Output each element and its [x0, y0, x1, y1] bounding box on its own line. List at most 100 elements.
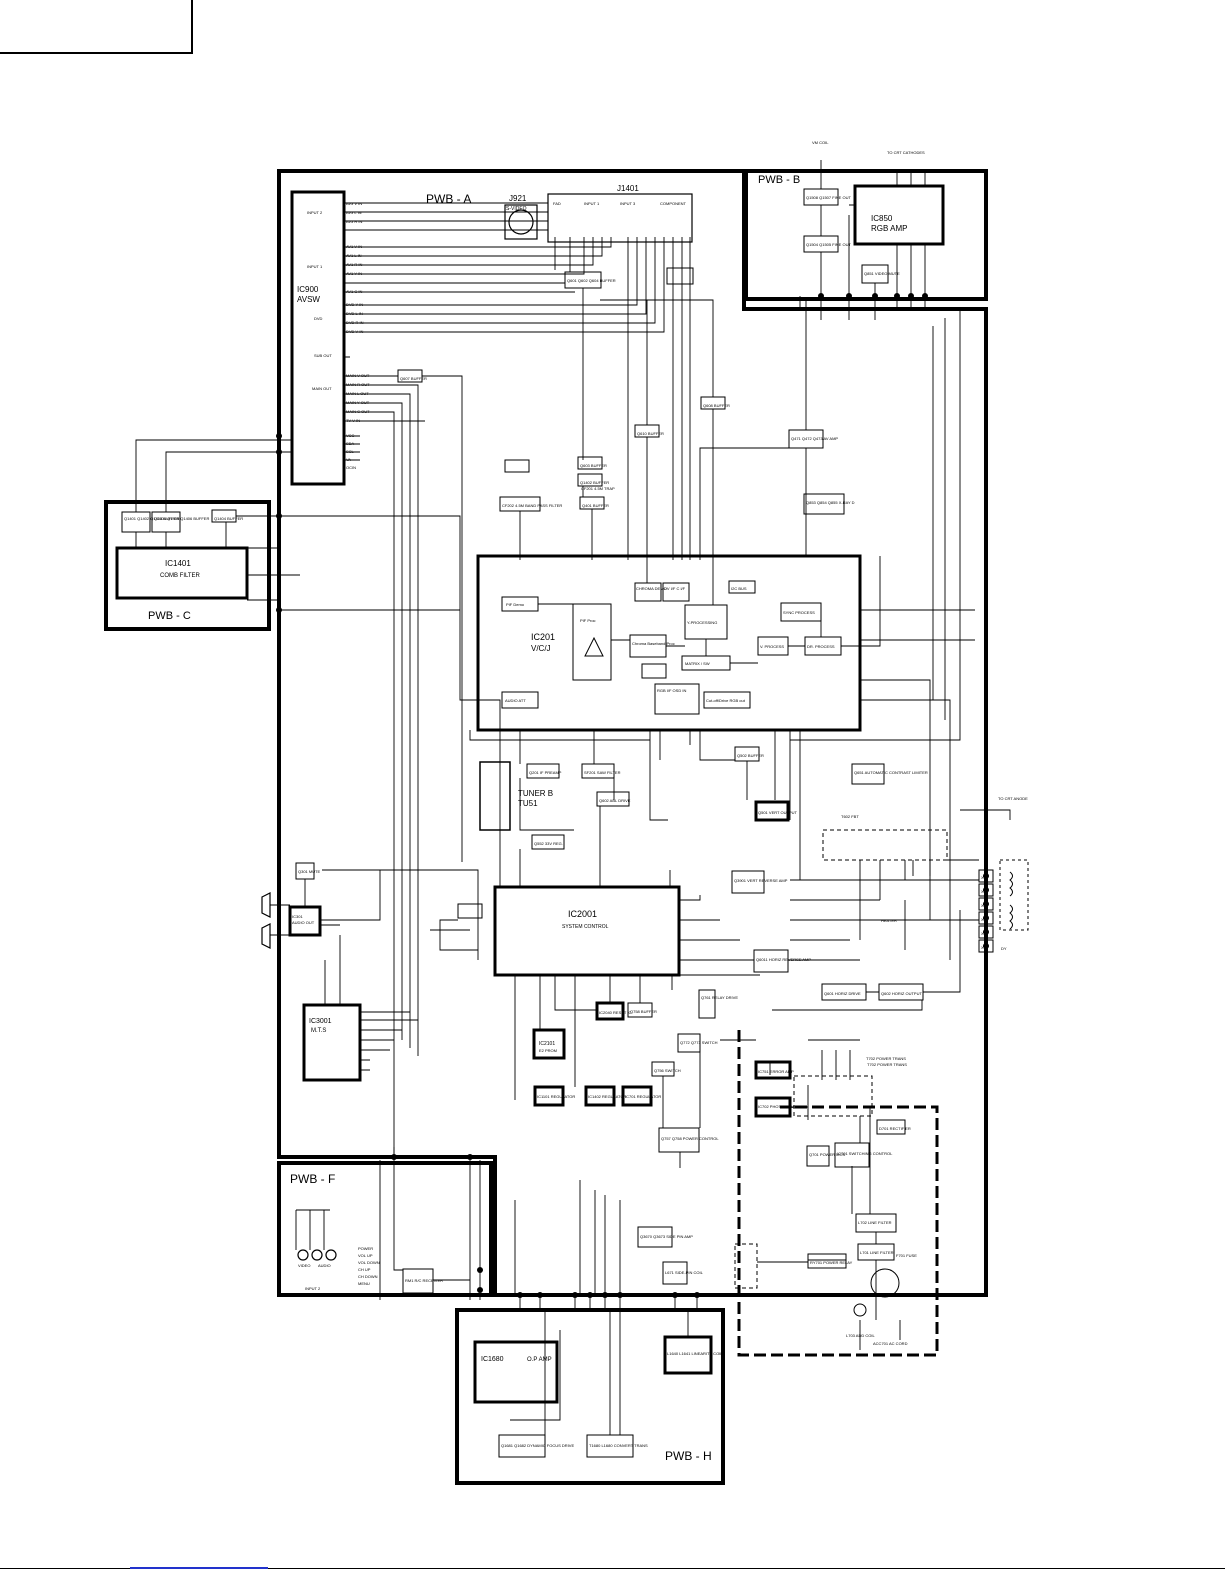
part-label: Q301 MUTE: [298, 869, 321, 874]
ic2001-block: [493, 885, 681, 977]
part-label: Q6011 HORIZ REVERSE AMP: [756, 957, 811, 962]
ic2001-sub: SYSTEM CONTROL: [562, 924, 609, 930]
power-section-outline: [737, 1030, 939, 1357]
j921-block: [504, 204, 538, 240]
ic1101-block: [533, 1085, 565, 1107]
part-label: L671 SIDE-PIN COIL: [665, 1270, 704, 1275]
pwb-f-outline: [277, 1161, 493, 1297]
ic1402-block: [584, 1085, 616, 1107]
pwb-h-label: PWB - H: [665, 1449, 712, 1463]
x-pin-label: X6: [981, 875, 987, 880]
part-label: Q610 BUFFER: [637, 431, 664, 436]
ic1401-label: IC1401: [165, 559, 191, 568]
part-label: Q851 VIDEO MUTE: [864, 271, 900, 276]
part-label: T602 FBT: [841, 814, 859, 819]
part-label: RM1 R/C RECEIVER: [405, 1278, 443, 1283]
header-frame: [0, 0, 193, 54]
part-label: D701 RECTIFIER: [879, 1126, 911, 1131]
pwbf-jack-audio: AUDIO: [318, 1263, 331, 1268]
ic850-label: IC850: [871, 214, 893, 223]
footer-link-underline[interactable]: [130, 1567, 268, 1569]
footer-rule: [0, 1568, 1225, 1569]
part-label: F701 FUSE: [896, 1253, 917, 1258]
q501-block: [754, 800, 790, 822]
ic900-pin-label: AV1 Y IN: [346, 271, 362, 276]
ic900-pin-label: AV1 V IN: [346, 244, 362, 249]
part-label: Q601 Q602 Q604 BUFFER: [567, 278, 616, 283]
part-label: CF201 4.5M TRAP: [581, 486, 615, 491]
ic201-block-cutoff: Cut-off/Drive RGB out: [706, 698, 746, 703]
ic900-pin-label: DVD Y IN: [346, 302, 363, 307]
ic201-block-pif-proc: PIF Proc: [580, 618, 596, 623]
ic900-pin-label: AV1 R IN: [346, 262, 362, 267]
ic201-block-uv-if: UV I/F C I/F: [664, 586, 686, 591]
ic201-block-chroma-baseband: Chroma Baseband Proc: [632, 641, 675, 646]
ic900-pin-label: DVD R IN: [346, 320, 364, 325]
pwbf-key-label: MENU: [358, 1281, 370, 1286]
part-label: L703 ADD COIL: [846, 1333, 875, 1338]
part-label: Q758 BUFFER: [630, 1009, 657, 1014]
j921-sub-label: S-VIDEO: [506, 206, 527, 212]
ic900-label: IC900: [297, 285, 319, 294]
part-label: Q601 HORIZ DRIVE: [824, 991, 861, 996]
part-label: Q853 Q854 Q855 X-RAY D: [806, 500, 855, 505]
ic900-pin-label: VCC: [346, 433, 355, 438]
j1401-group-fad: FAD: [553, 201, 561, 206]
ic900-pin-label: DVD L IN: [346, 311, 363, 316]
ic900-sub: AVSW: [297, 295, 320, 304]
part-label: SF201 SAW FILTER: [584, 770, 621, 775]
part-label: Q1402 BUFFER: [580, 480, 609, 485]
ic2101-label: IC2101: [539, 1041, 555, 1047]
ic201-block-sync: SYNC PROCESS: [783, 610, 815, 615]
ic900-pin-label: MAIN C OUT: [346, 409, 370, 414]
j1401-block: [547, 193, 693, 243]
pwb-a-label: PWB - A: [426, 192, 471, 206]
j1401-group-component: COMPONENT: [660, 201, 687, 206]
part-label: Q701 POWER MOS: [809, 1152, 846, 1157]
ic900-group-main-out: MAIN OUT: [312, 386, 332, 391]
ic900-pin-label: AV1 C IN: [346, 289, 362, 294]
part-label: Q757 Q758 POWER CONTROL: [661, 1136, 719, 1141]
pwbf-input2-label: INPUT 2: [305, 1286, 321, 1291]
part-label: Q756 SWITCH: [654, 1068, 681, 1073]
ic201-block-matrix: MATRIX / SW: [685, 661, 710, 666]
part-label: Q1401 Q1402 Q1403 BUFFER: [124, 516, 179, 521]
ic201-block-dr-process: DR. PROCESS: [807, 644, 835, 649]
pwb-c-outline: [104, 500, 271, 631]
ic900-group-input1: INPUT 1: [307, 264, 323, 269]
ic301-label: IC301: [292, 914, 303, 919]
part-label: Q1681 Q1682 DYNAMIC FOCUS DRIVE: [501, 1443, 574, 1448]
ic201-block-rgb-if: RGB I/F OSD IN: [657, 688, 686, 693]
part-label: Q608 BUFFER: [703, 403, 730, 408]
x-pin-label: X2: [981, 931, 987, 936]
ic701r-block: [621, 1085, 653, 1107]
power-trans-label: T702 POWER TRANS: [866, 1056, 906, 1061]
j1401-label: J1401: [617, 184, 639, 193]
part-label: IC702 PHOTO COUPLER: [758, 1104, 804, 1109]
to-crt-anode-label: TO CRT ANODE: [998, 796, 1028, 801]
part-label: Q502 BUFFER: [737, 753, 764, 758]
to-crt-cathodes-label: TO CRT CATHODES: [887, 150, 925, 155]
pwbf-key-label: CH DOWN: [358, 1274, 378, 1279]
ic2101-block: [532, 1028, 566, 1060]
ic1680-sub: O.P AMP: [527, 1357, 552, 1363]
part-label: Q761 RELAY DRIVE: [701, 995, 738, 1000]
j921-label: J921: [509, 194, 527, 203]
part-label: Q552 33V REG.: [534, 841, 563, 846]
part-label: Q772 Q773 SWITCH: [680, 1040, 718, 1045]
part-label: Q1404 BUFFER: [214, 516, 243, 521]
ic900-pin-label: AV3 R IN: [346, 219, 362, 224]
ic201-block-y-processing: Y-PROCESSING: [687, 620, 717, 625]
x-pin-label: X1: [981, 945, 987, 950]
ic3001-sub: M.T.S: [311, 1028, 326, 1034]
ic201-block: [476, 554, 862, 732]
pwbf-jack-video: VIDEO: [298, 1263, 310, 1268]
ic900-pin-label: OCIN: [346, 465, 356, 470]
part-label: Q3670 Q3673 SIDE PIN AMP: [640, 1234, 693, 1239]
part-label: Q471 Q472 Q473 AV AMP: [791, 436, 838, 441]
ic850-block: [853, 184, 945, 246]
part-label: Q602 HORIZ OUTPUT: [881, 991, 922, 996]
ic201-block-audio-att: AUDIO ATT: [505, 698, 526, 703]
ic201-block-v-process: V. PROCESS: [760, 644, 784, 649]
